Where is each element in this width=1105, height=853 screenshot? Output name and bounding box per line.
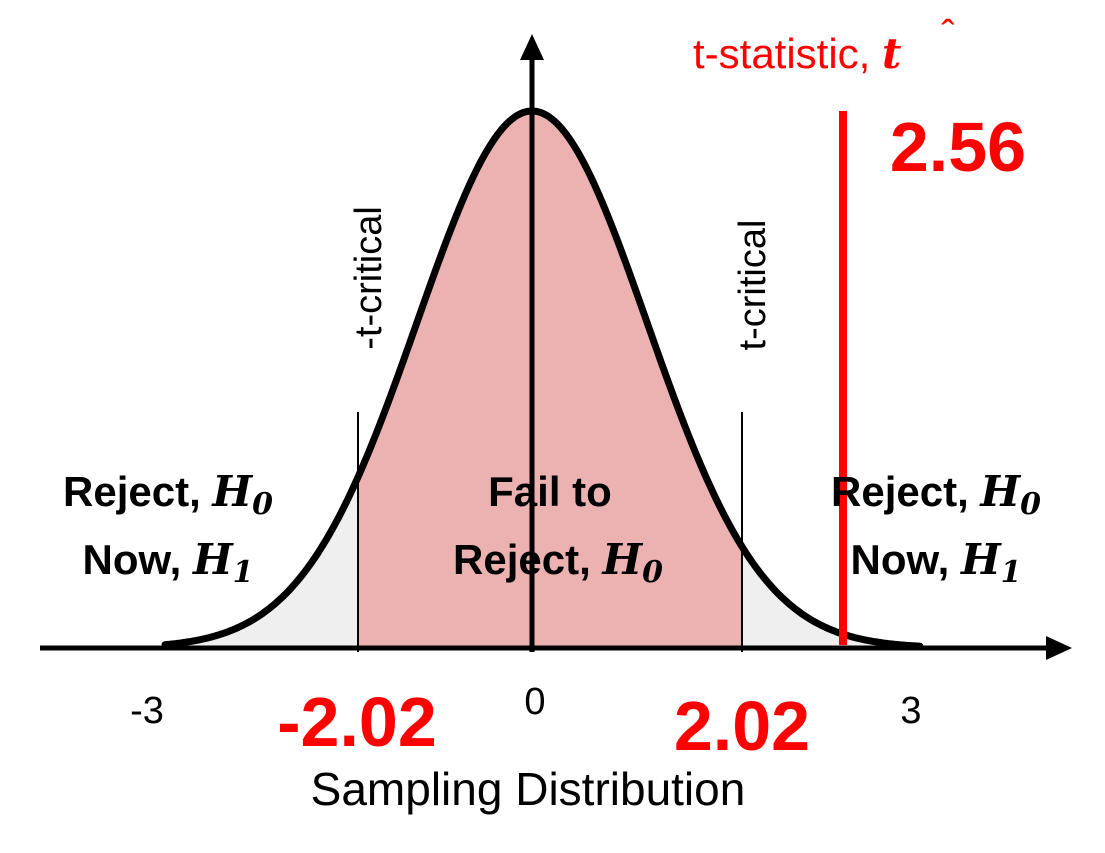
right-region-line2: Now, H1	[851, 535, 1022, 590]
y-axis-arrowhead	[520, 34, 544, 60]
upper-critical-value: 2.02	[674, 687, 810, 765]
t-hat-accent: ˆ	[941, 13, 954, 57]
lower-critical-value: -2.02	[277, 683, 437, 761]
t-statistic-label: t-statistic, t	[693, 29, 901, 78]
right-rejection-area	[742, 546, 920, 648]
center-region-line2: Reject, H0	[453, 535, 663, 590]
left-region-line1: Reject, H0	[63, 467, 273, 522]
upper-critical-label: t-critical	[732, 220, 774, 351]
acceptance-area	[358, 111, 742, 648]
tick-label: -3	[130, 690, 164, 732]
center-region-line1: Fail to	[488, 468, 612, 515]
right-region-line1: Reject, H0	[831, 467, 1041, 522]
tick-label: 3	[900, 690, 921, 732]
tick-label: 0	[524, 681, 545, 723]
left-region-line2: Now, H1	[83, 535, 254, 590]
t-statistic-value: 2.56	[890, 108, 1026, 186]
left-rejection-area	[165, 477, 358, 648]
x-axis-arrowhead	[1046, 636, 1072, 660]
x-axis-title: Sampling Distribution	[311, 763, 746, 815]
density-curve	[161, 107, 924, 650]
lower-critical-label: -t-critical	[348, 206, 390, 350]
